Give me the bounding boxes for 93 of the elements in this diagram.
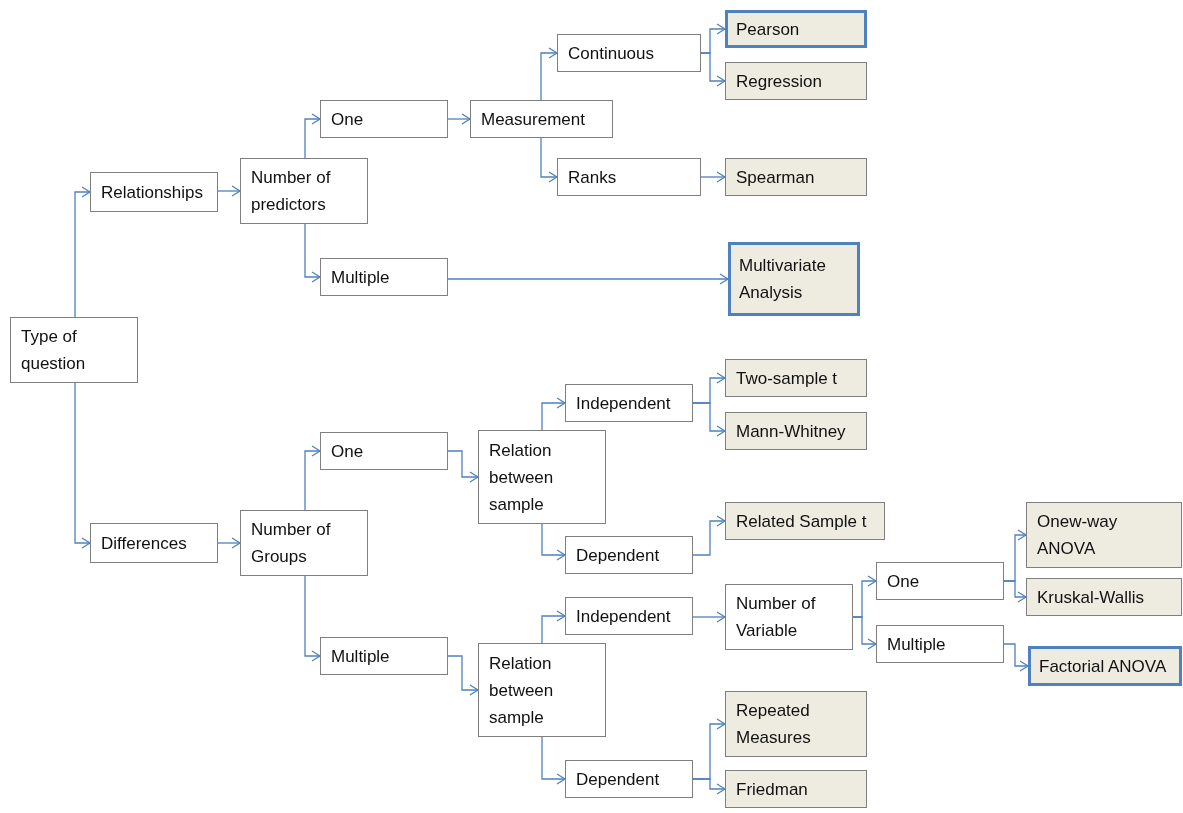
node-text: Continuous — [568, 42, 655, 65]
step-box — [240, 158, 368, 224]
result-box — [725, 359, 867, 397]
result-box — [725, 158, 867, 196]
node-text: Kruskal-Wallis — [1037, 586, 1146, 609]
step-box — [557, 34, 701, 72]
result-box — [1026, 502, 1182, 568]
arrow — [541, 523, 566, 561]
arrow — [447, 655, 479, 696]
node-text: Related Sample t — [736, 510, 868, 533]
result-box — [728, 242, 860, 316]
arrow — [304, 113, 321, 159]
node-text: Differences — [101, 532, 188, 555]
result-box — [725, 412, 867, 450]
result-box — [725, 502, 885, 540]
arrow — [447, 113, 471, 125]
step-box — [10, 317, 138, 383]
node-text: Relationships — [101, 181, 205, 204]
result-box — [1028, 646, 1182, 686]
step-box — [876, 562, 1004, 600]
node-text: Multiple — [887, 633, 947, 656]
arrow — [692, 515, 726, 556]
step-box — [320, 100, 448, 138]
node-text: Two-sample t — [736, 367, 839, 390]
arrow — [541, 397, 566, 431]
node-text: Relation between sample — [489, 652, 555, 729]
step-box — [90, 523, 218, 563]
step-box — [320, 258, 448, 296]
arrow — [217, 185, 241, 197]
node-text: Measurement — [481, 108, 586, 131]
result-box — [1026, 578, 1182, 616]
step-box — [565, 597, 693, 635]
result-box — [725, 770, 867, 808]
arrow — [540, 47, 558, 101]
step-box — [90, 172, 218, 212]
node-text: Relation between sample — [489, 439, 555, 516]
arrow — [447, 273, 729, 285]
step-box — [478, 430, 606, 524]
arrow — [447, 450, 479, 483]
node-text: Spearman — [736, 166, 816, 189]
node-text: One — [887, 570, 921, 593]
arrow — [541, 610, 566, 644]
node-text: Repeated Measures — [736, 700, 812, 749]
step-box — [565, 384, 693, 422]
step-box — [470, 100, 613, 138]
node-text: Dependent — [576, 768, 661, 791]
node-text: Pearson — [736, 18, 801, 41]
node-text: One — [331, 108, 365, 131]
result-box — [725, 62, 867, 100]
arrow — [540, 137, 558, 183]
node-text: Multivariate Analysis — [739, 255, 827, 304]
result-box — [725, 10, 867, 48]
step-box — [725, 584, 853, 650]
arrow — [852, 616, 877, 650]
node-text: Friedman — [736, 778, 809, 801]
step-box — [565, 536, 693, 574]
node-text: Mann-Whitney — [736, 420, 847, 443]
node-text: Onew-way ANOVA — [1037, 511, 1119, 560]
arrow — [692, 611, 726, 623]
step-box — [320, 432, 448, 470]
node-text: Multiple — [331, 266, 391, 289]
arrow — [1003, 643, 1029, 672]
node-text: Multiple — [331, 645, 391, 668]
arrow — [304, 223, 321, 283]
result-box — [725, 691, 867, 757]
arrow — [304, 445, 321, 511]
arrow — [692, 402, 726, 437]
arrow — [304, 575, 321, 662]
node-text: Ranks — [568, 166, 618, 189]
node-text: One — [331, 440, 365, 463]
arrow — [217, 537, 241, 549]
arrow — [74, 382, 91, 549]
step-box — [565, 760, 693, 798]
arrow — [692, 778, 726, 795]
arrow — [700, 52, 726, 87]
arrow — [74, 186, 91, 318]
node-text: Number of Variable — [736, 593, 817, 642]
step-box — [557, 158, 701, 196]
step-box — [478, 643, 606, 737]
node-text: Number of predictors — [251, 167, 332, 216]
node-text: Independent — [576, 392, 672, 415]
node-text: Regression — [736, 70, 823, 93]
step-box — [876, 625, 1004, 663]
arrow — [541, 736, 566, 785]
step-box — [240, 510, 368, 576]
node-text: Number of Groups — [251, 519, 332, 568]
node-text: Independent — [576, 605, 672, 628]
arrow — [1003, 580, 1027, 603]
node-text: Factorial ANOVA — [1039, 655, 1168, 678]
node-text: Dependent — [576, 544, 661, 567]
arrow — [700, 171, 726, 183]
step-box — [320, 637, 448, 675]
node-text: Type of question — [21, 326, 87, 375]
